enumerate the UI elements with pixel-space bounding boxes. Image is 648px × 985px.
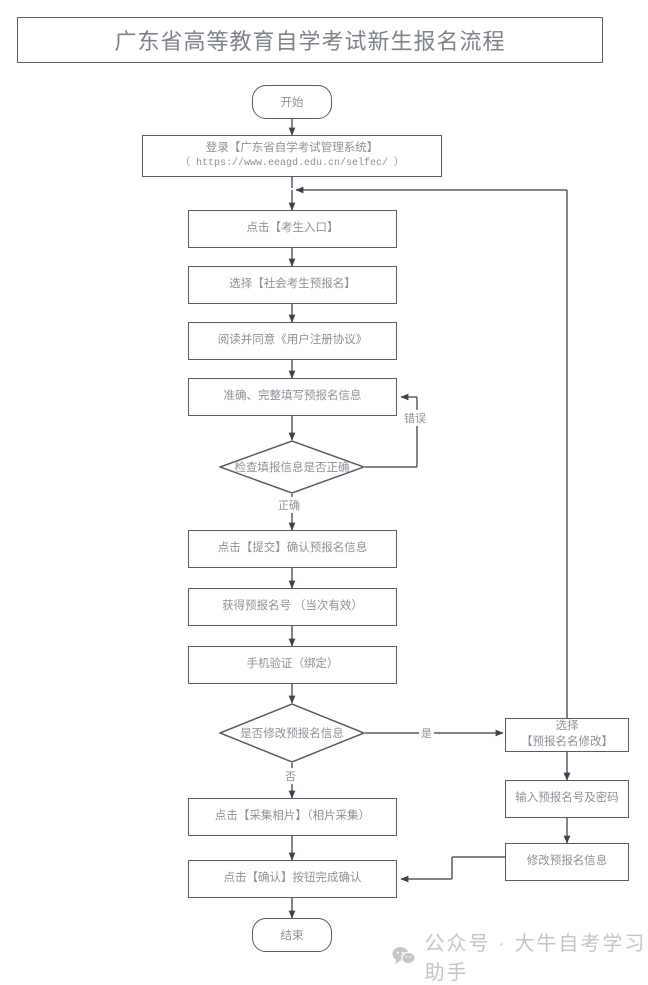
node-login-line1: 登录【广东省自学考试管理系统】	[205, 142, 379, 155]
node-entry-label: 点击【考生入口】	[246, 222, 339, 235]
node-choose-pre-reg-label: 选择【社会考生预报名】	[229, 278, 356, 291]
node-collect-photo-label: 点击【采集相片】（相片采集）	[214, 810, 371, 823]
terminal-end-label: 结束	[280, 930, 304, 942]
node-submit[interactable]: 点击【提交】确认预报名信息	[188, 530, 397, 568]
node-input-number[interactable]: 输入预报名号及密码	[505, 780, 629, 818]
node-entry[interactable]: 点击【考生入口】	[188, 210, 397, 248]
node-modify-info-label: 修改预报名信息	[526, 855, 608, 868]
terminal-start[interactable]: 开始	[252, 85, 332, 119]
node-submit-label: 点击【提交】确认预报名信息	[217, 542, 368, 555]
node-get-number-label: 获得预报名号 （当次有效）	[222, 600, 363, 613]
wechat-icon	[392, 947, 416, 967]
terminal-end[interactable]: 结束	[252, 918, 332, 952]
node-select-modify[interactable]: 选择 【预报名名修改】	[505, 718, 629, 752]
node-login[interactable]: 登录【广东省自学考试管理系统】 （ https://www.eeagd.edu.…	[142, 135, 442, 177]
page-title-box: 广东省高等教育自学考试新生报名流程	[17, 17, 603, 63]
node-get-number[interactable]: 获得预报名号 （当次有效）	[188, 588, 397, 626]
node-confirm[interactable]: 点击【确认】按钮完成确认	[188, 860, 397, 898]
node-fill-info[interactable]: 准确、完整填写预报名信息	[188, 378, 397, 416]
node-select-modify-line1: 选择	[555, 720, 579, 733]
node-modify-info[interactable]: 修改预报名信息	[505, 843, 629, 881]
node-input-number-label: 输入预报名号及密码	[515, 792, 619, 805]
decision-modify[interactable]: 是否修改预报名信息	[219, 703, 365, 763]
node-choose-pre-reg[interactable]: 选择【社会考生预报名】	[188, 266, 397, 304]
watermark-text: 公众号 · 大牛自考学习助手	[424, 933, 647, 984]
terminal-start-label: 开始	[280, 97, 304, 109]
watermark: 公众号 · 大牛自考学习助手	[392, 927, 648, 985]
edge-label-error: 错误	[402, 410, 428, 426]
node-agreement[interactable]: 阅读并同意《用户注册协议》	[188, 322, 397, 360]
node-login-line2: （ https://www.eeagd.edu.cn/selfec/ ）	[179, 158, 405, 169]
node-agreement-label: 阅读并同意《用户注册协议》	[217, 334, 368, 347]
node-phone-verify-label: 手机验证（绑定）	[246, 658, 339, 671]
node-phone-verify[interactable]: 手机验证（绑定）	[188, 646, 397, 684]
edge-label-no: 否	[283, 768, 298, 784]
edge-label-yes: 是	[419, 725, 434, 741]
node-collect-photo[interactable]: 点击【采集相片】（相片采集）	[188, 798, 397, 836]
edge-label-correct: 正确	[276, 497, 302, 513]
decision-check-info[interactable]: 检查填报信息是否正确	[219, 440, 365, 494]
page-title: 广东省高等教育自学考试新生报名流程	[114, 29, 506, 54]
node-select-modify-line2: 【预报名名修改】	[521, 736, 613, 748]
node-confirm-label: 点击【确认】按钮完成确认	[223, 872, 362, 885]
node-fill-info-label: 准确、完整填写预报名信息	[223, 390, 362, 403]
